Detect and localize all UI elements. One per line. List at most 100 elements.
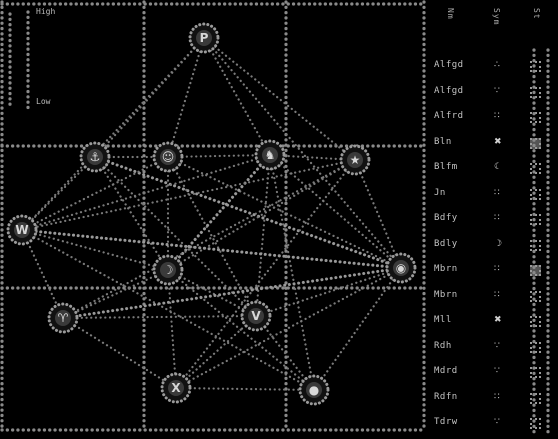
roster-name: Alfgd [434, 60, 464, 70]
graph-edge [202, 36, 357, 162]
roster-name: Bdfy [434, 213, 458, 223]
node-core [306, 382, 322, 398]
graph-edge [268, 153, 403, 270]
graph-node[interactable]: ♈ [47, 302, 79, 334]
roster-status-checkbox[interactable] [530, 265, 541, 276]
node-glyph: ♞ [265, 148, 276, 162]
graph-node[interactable]: W [6, 214, 38, 246]
roster-status-checkbox[interactable] [530, 163, 541, 174]
roster-name: Tdrw [434, 417, 458, 427]
roster-symbol-icon: ✖ [494, 136, 502, 147]
node-glyph: V [251, 309, 261, 323]
graph-edge [268, 153, 316, 392]
graph-edge [20, 158, 357, 232]
column-header-symbol: Sym [492, 8, 501, 26]
graph-edge [174, 386, 316, 392]
roster-symbol-icon: ∵ [494, 366, 500, 376]
column-header-status: St [532, 8, 541, 20]
graph-node[interactable]: ◉ [385, 252, 417, 284]
graph-node[interactable]: ● [298, 374, 330, 406]
graph-edge [174, 266, 403, 390]
roster-row[interactable]: Tdrw∵ [430, 417, 558, 431]
graph-edge [20, 228, 65, 320]
graph-edge [20, 155, 170, 232]
roster-row[interactable]: Bln✖ [430, 137, 558, 151]
graph-edge [166, 155, 403, 270]
graph-node[interactable]: ♞ [254, 139, 286, 171]
graph-edge [166, 36, 206, 159]
graph-edge [93, 155, 170, 272]
node-core [196, 30, 212, 46]
graph-edge [166, 158, 357, 272]
node-glyph: ● [309, 383, 319, 397]
roster-status-checkbox[interactable] [530, 392, 541, 404]
roster-symbol-icon: ∷ [494, 213, 500, 223]
node-core [87, 149, 103, 165]
graph-edge [254, 314, 316, 392]
roster-symbol-icon: ∴ [494, 60, 500, 70]
roster-name: Alfrd [434, 111, 464, 121]
graph-edge [254, 266, 403, 318]
roster-panel: Nm Sym St Alfgd∴Alfgd∵Alfrd∷Bln✖Blfm☾Jn∷… [430, 0, 558, 439]
graph-node[interactable]: ★ [339, 144, 371, 176]
roster-status-checkbox[interactable] [530, 214, 541, 225]
graph-node[interactable]: P [188, 22, 220, 54]
column-header-name: Nm [446, 8, 455, 20]
roster-row[interactable]: Mbrn∷ [430, 290, 558, 304]
roster-row[interactable]: Bdfy ∷ [430, 213, 558, 227]
node-core [55, 310, 71, 326]
node-glyph: X [171, 381, 181, 395]
graph-edge [61, 266, 403, 320]
roster-status-checkbox[interactable] [530, 341, 541, 353]
roster-status-checkbox[interactable] [530, 112, 541, 123]
graph-edge [20, 36, 206, 232]
roster-name: Mbrn [434, 289, 458, 300]
roster-name: Mll [434, 315, 452, 325]
graph-edge [312, 266, 403, 392]
node-glyph: W [15, 223, 28, 237]
roster-row[interactable]: Rdh∵ [430, 341, 558, 355]
graph-edge [166, 268, 178, 390]
graph-node[interactable]: ⚓ [79, 141, 111, 173]
roster-status-checkbox[interactable] [530, 137, 541, 149]
roster-name: Blfm [434, 162, 458, 172]
graph-edge [93, 155, 403, 270]
roster-symbol-icon: ☽ [494, 238, 503, 249]
roster-row[interactable]: Rdfn ∷ [430, 392, 558, 406]
roster-name: Jn [434, 187, 446, 198]
node-glyph: ◉ [396, 261, 406, 275]
graph-edge [61, 158, 357, 320]
roster-status-checkbox[interactable] [530, 290, 541, 302]
node-glyph: ☽ [163, 263, 174, 277]
graph-edge [61, 314, 258, 320]
graph-edge [20, 155, 97, 232]
graph-edge [174, 314, 258, 390]
legend-bottom-label: Low [36, 97, 51, 106]
graph-edge [174, 158, 357, 390]
graph-node[interactable]: ☺ [152, 141, 184, 173]
node-core [262, 147, 278, 163]
roster-row[interactable]: Mbrn∷ [430, 264, 558, 278]
graph-node[interactable]: X [160, 372, 192, 404]
roster-row[interactable]: Alfrd∷ [430, 111, 558, 125]
graph-node[interactable]: V [240, 300, 272, 332]
roster-name: Rdh [434, 340, 452, 351]
graph-edge [353, 158, 403, 270]
roster-name: Rdfn [434, 391, 458, 402]
board-grid [0, 0, 426, 432]
legend-scale: High Low [8, 7, 55, 114]
roster-symbol-icon: ∷ [494, 391, 500, 402]
roster-name: Alfgd [434, 85, 464, 96]
graph-edge [20, 228, 170, 272]
graph-edge [20, 153, 272, 232]
graph-edge [166, 153, 272, 159]
game-board: High Low P ⚓ ☺ ♞ ★ W ☽ ◉ ♈ V X ● [0, 0, 426, 432]
node-glyph: P [200, 31, 209, 45]
node-glyph: ★ [350, 153, 361, 167]
roster-row[interactable]: Blfm☾ [430, 162, 558, 176]
graph-edge [93, 36, 206, 159]
graph-node[interactable]: ☽ [152, 254, 184, 286]
roster-status-checkbox[interactable] [530, 418, 541, 429]
graph-nodes[interactable]: P ⚓ ☺ ♞ ★ W ☽ ◉ ♈ V X ● [6, 22, 417, 406]
node-glyph: ☺ [162, 150, 175, 164]
